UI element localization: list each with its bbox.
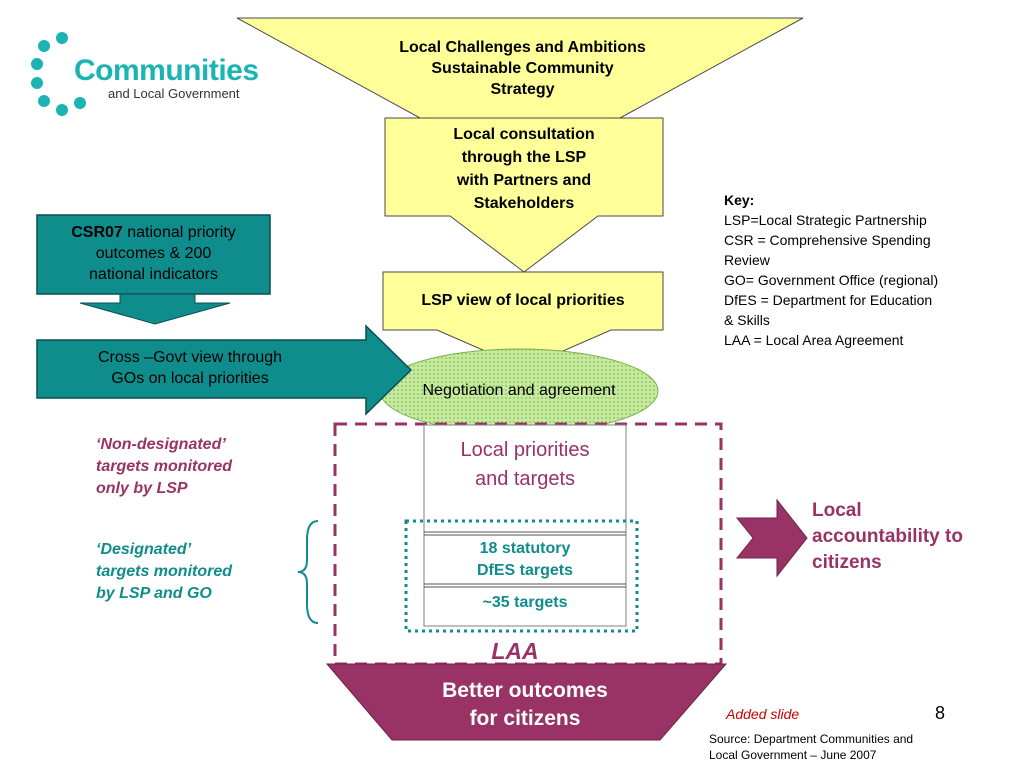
key-line: CSR = Comprehensive Spending xyxy=(724,232,931,248)
key-line: Review xyxy=(724,252,770,268)
brace-icon xyxy=(297,520,319,624)
consultation-line: Local consultation xyxy=(453,126,595,143)
better-line2: for citizens xyxy=(469,707,581,730)
key-line: LAA = Local Area Agreement xyxy=(724,332,904,348)
key-block: Key: LSP=Local Strategic Partnership CSR… xyxy=(724,190,1016,350)
key-line: & Skills xyxy=(724,312,770,328)
consultation-line: Stakeholders xyxy=(473,195,575,212)
non-designated-text: ‘Non-designated’ targets monitored only … xyxy=(96,434,232,500)
lsp-view-arrow-shape xyxy=(382,271,664,369)
key-line: GO= Government Office (regional) xyxy=(724,272,939,288)
non-designated-line: only by LSP xyxy=(96,480,188,497)
local-priorities-box xyxy=(423,424,627,627)
local-priorities-line1: Local priorities xyxy=(460,439,590,461)
logo-subtitle: and Local Government xyxy=(108,86,240,101)
consultation-text: Local consultation through the LSP with … xyxy=(385,123,663,215)
cross-govt-line2: GOs on local priorities xyxy=(111,370,269,387)
cross-govt-arrow-shape xyxy=(36,324,413,416)
key-line: LSP=Local Strategic Partnership xyxy=(724,212,927,228)
non-designated-line: targets monitored xyxy=(96,458,233,475)
negotiation-label: Negotiation and agreement xyxy=(422,382,616,399)
non-designated-line: ‘Non-designated’ xyxy=(96,436,226,453)
accountability-arrow-shape xyxy=(735,498,808,578)
csr-box-shape xyxy=(36,214,271,295)
funnel-top-line: Local Challenges and Ambitions xyxy=(399,39,646,56)
key-title: Key: xyxy=(724,192,755,208)
cross-govt-line1: Cross –Govt view through xyxy=(97,349,283,366)
accountability-text: Local accountability to citizens xyxy=(812,498,963,576)
statutory-text: 18 statutory DfES targets xyxy=(424,538,626,582)
page-number: 8 xyxy=(935,703,946,723)
csr-rest: national priority xyxy=(122,224,236,241)
consultation-line: through the LSP xyxy=(461,149,587,166)
designated-text: ‘Designated’ targets monitored by LSP an… xyxy=(96,539,232,605)
targets35-label: ~35 targets xyxy=(482,594,568,611)
logo-icon xyxy=(31,32,86,116)
consultation-line: with Partners and xyxy=(456,172,592,189)
csr-line2: outcomes & 200 xyxy=(95,245,212,262)
statutory-line1: 18 statutory xyxy=(479,540,571,557)
laa-dashed-frame xyxy=(333,422,723,666)
csr-arrow-shape xyxy=(79,293,231,325)
funnel-top-line: Sustainable Community xyxy=(431,60,614,77)
accountability-line: accountability to xyxy=(812,526,963,547)
local-priorities-line2: and targets xyxy=(474,468,576,490)
funnel-top-line: Strategy xyxy=(490,81,555,98)
added-slide-note: Added slide xyxy=(726,706,800,722)
csr-text: CSR07 national priority outcomes & 200 n… xyxy=(37,222,270,285)
laa-label: LAA xyxy=(491,638,539,664)
local-priorities-text: Local priorities and targets xyxy=(424,436,626,494)
better-line1: Better outcomes xyxy=(442,679,608,702)
designated-dotted-frame xyxy=(404,519,639,633)
designated-line: targets monitored xyxy=(96,563,233,580)
accountability-line: citizens xyxy=(812,552,882,573)
designated-line: ‘Designated’ xyxy=(96,541,192,558)
key-line: DfES = Department for Education xyxy=(724,292,933,308)
logo-name: Communities xyxy=(74,54,259,87)
consultation-arrow-shape xyxy=(384,117,664,273)
better-outcomes-shape xyxy=(325,663,728,741)
csr-bold: CSR07 xyxy=(71,224,123,241)
lsp-view-label: LSP view of local priorities xyxy=(421,292,625,309)
designated-line: by LSP and GO xyxy=(96,585,212,602)
statutory-line2: DfES targets xyxy=(476,562,574,579)
better-outcomes-text: Better outcomes for citizens xyxy=(400,677,650,733)
funnel-top-text: Local Challenges and Ambitions Sustainab… xyxy=(340,37,705,100)
source-line2: Local Government – June 2007 xyxy=(709,748,877,762)
cross-govt-text: Cross –Govt view through GOs on local pr… xyxy=(40,347,340,389)
csr-line3: national indicators xyxy=(89,266,218,283)
source-note: Source: Department Communities and Local… xyxy=(709,731,913,763)
accountability-line: Local xyxy=(812,500,862,521)
source-line1: Source: Department Communities and xyxy=(709,732,914,746)
